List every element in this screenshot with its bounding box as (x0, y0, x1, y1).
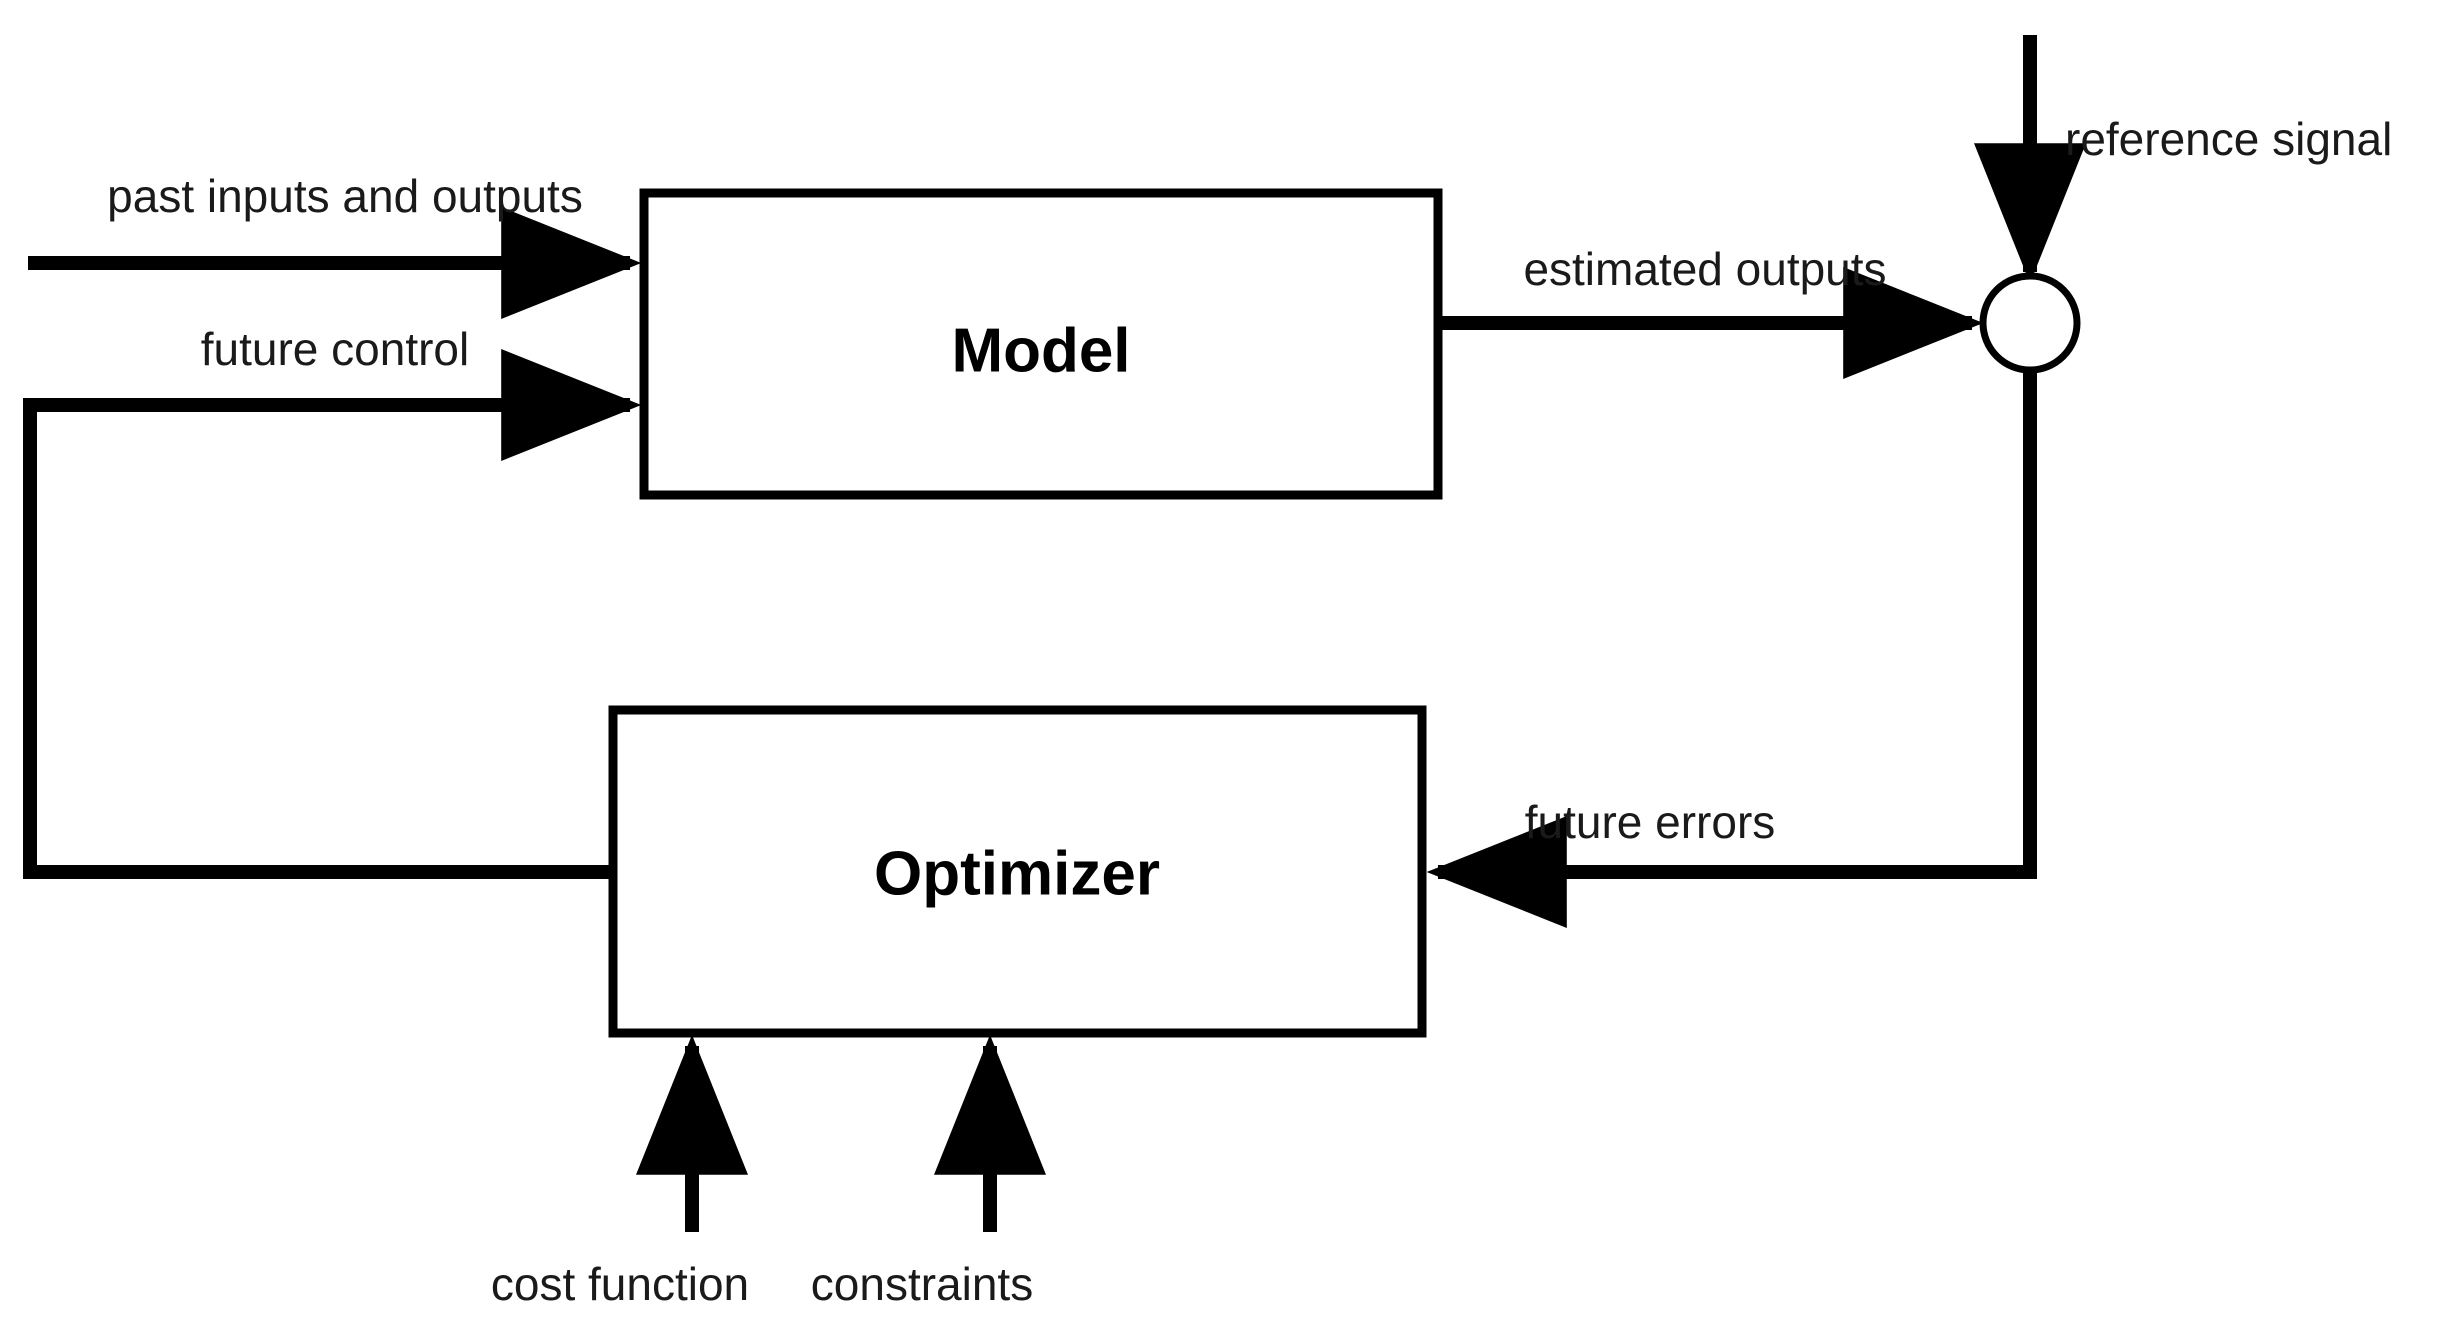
future-errors-path (1426, 372, 2037, 928)
model-block[interactable] (639, 188, 1443, 500)
reference-signal-label: reference signal (2065, 113, 2392, 165)
optimizer-block-label: Optimizer (874, 839, 1160, 908)
cost-function-label: cost function (491, 1258, 749, 1310)
future-errors-label: future errors (1525, 796, 1776, 848)
constraints-label: constraints (811, 1258, 1033, 1310)
future-control-label: future control (201, 323, 469, 375)
future-control-path (23, 349, 642, 879)
model-block-label: Model (951, 316, 1130, 385)
optimizer-block[interactable] (608, 705, 1427, 1038)
past-inputs-outputs-label: past inputs and outputs (107, 170, 583, 222)
summing-junction[interactable] (1979, 272, 2081, 374)
estimated-outputs-label: estimated outputs (1523, 243, 1886, 295)
